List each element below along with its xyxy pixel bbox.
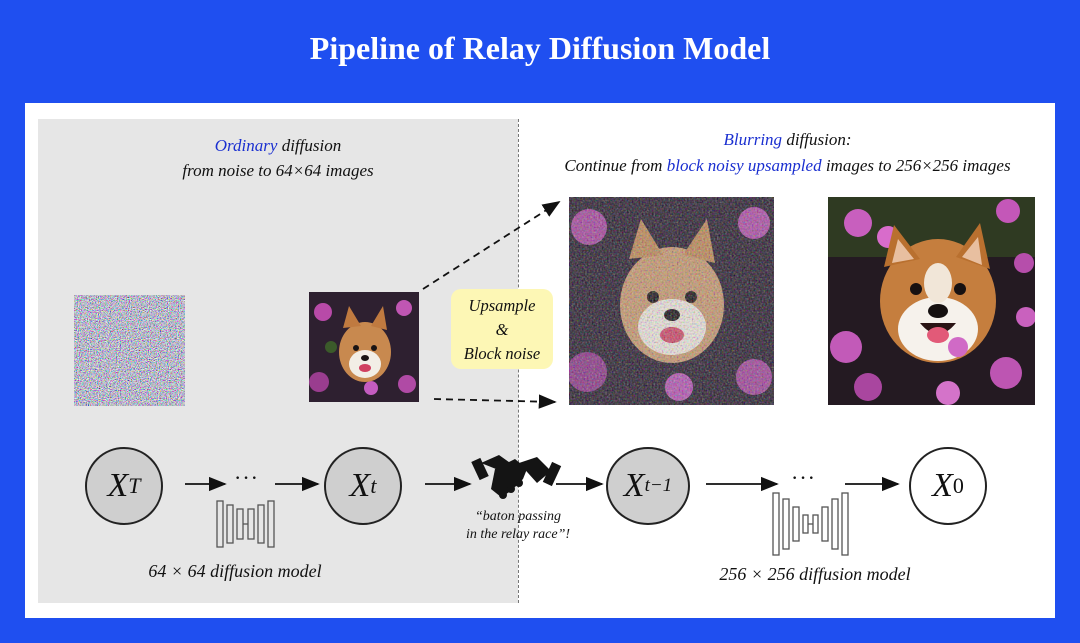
page-title: Pipeline of Relay Diffusion Model (309, 30, 771, 66)
node-x-T-base: X (107, 467, 129, 504)
upsample-line2: & (495, 320, 509, 339)
baton-caption: “baton passing in the relay race”! (443, 508, 593, 544)
diagram-panel: Ordinary diffusion from noise to 64×64 i… (25, 103, 1055, 618)
upsample-block-noise-box: Upsample & Block noise (451, 289, 553, 369)
node-x-0-base: X (932, 467, 953, 504)
upsample-arrow-top (422, 201, 561, 290)
dog-64-image (309, 292, 419, 402)
right-caption-line1: Blurring diffusion: (520, 130, 1055, 150)
right-model-label: 256 × 256 diffusion model (719, 564, 911, 584)
baton-caption-line2: in the relay race”! (465, 527, 571, 542)
ellipsis-right: ··· (791, 465, 816, 490)
ellipsis-left: ··· (234, 465, 259, 490)
upsample-line3: Block noise (463, 344, 541, 363)
upsample-line1: Upsample (468, 296, 536, 315)
block-noisy-highlight: block noisy upsampled (666, 156, 822, 175)
block-noisy-upsampled-image (569, 197, 774, 405)
arrows-layer (185, 201, 900, 556)
unet-icon (216, 500, 275, 548)
baton-caption-line1: “baton passing (475, 509, 561, 524)
node-x-t-base: X (349, 467, 371, 504)
gaussian-noise-image (74, 295, 185, 406)
dog-256-image (828, 197, 1035, 405)
left-caption-line1: Ordinary diffusion (38, 136, 518, 156)
ordinary-highlight: Ordinary (214, 136, 278, 155)
right-caption-suffix: images to 256×256 images (821, 156, 1011, 175)
right-caption-rest: diffusion: (782, 130, 852, 149)
node-x-0-sub: 0 (952, 473, 964, 498)
node-x-t1-base: X (623, 467, 645, 504)
right-caption-prefix: Continue from (564, 156, 667, 175)
right-caption-line2: Continue from block noisy upsampled imag… (520, 156, 1055, 176)
upsample-arrow-bottom (433, 394, 557, 409)
left-caption-rest: diffusion (277, 136, 342, 155)
left-caption-line2: from noise to 64×64 images (182, 161, 374, 180)
node-x-t1-sub: t−1 (644, 475, 673, 496)
blurring-highlight: Blurring (723, 130, 783, 149)
unet-icon (772, 492, 849, 556)
node-x-t-sub: t (370, 473, 377, 498)
left-model-label: 64 × 64 diffusion model (148, 561, 322, 581)
node-x-T-sub: T (128, 473, 141, 498)
handshake-icon (471, 455, 562, 499)
